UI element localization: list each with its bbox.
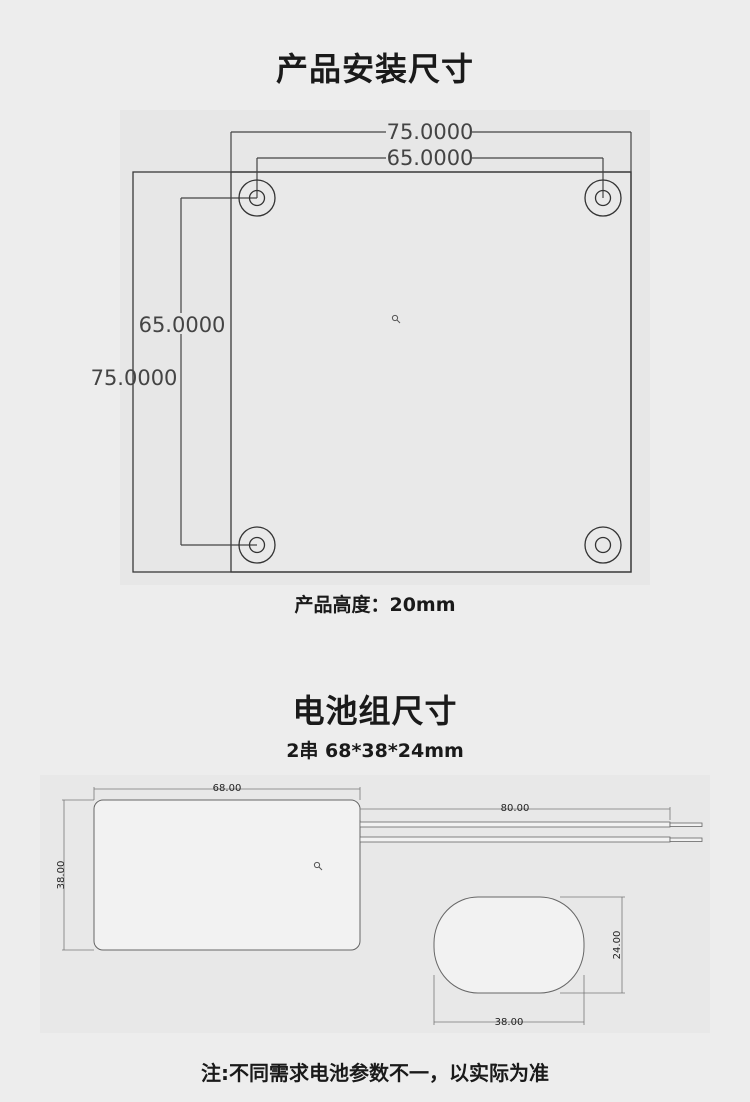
mounting-hole — [584, 179, 622, 217]
outer-width-label: 75.0000 — [387, 120, 474, 144]
battery-body — [93, 799, 361, 951]
board-outline — [230, 171, 632, 573]
lead-length-label: 80.00 — [501, 803, 530, 814]
battery-spec-subtitle: 2串 68*38*24mm — [286, 740, 464, 762]
length-label: 68.00 — [213, 783, 242, 794]
board-reference-outline — [132, 171, 632, 573]
mounting-hole — [238, 179, 276, 217]
hole-spacing-x-label: 65.0000 — [387, 146, 474, 170]
outer-height-label: 75.0000 — [91, 366, 178, 390]
installation-size-title: 产品安装尺寸 — [275, 50, 474, 88]
depth-label: 24.00 — [612, 931, 623, 960]
battery-end-view — [433, 896, 585, 994]
product-height-caption: 产品高度：20mm — [294, 594, 456, 616]
board-drawing: 75.0000 65.0000 65.0000 75.0000 — [91, 110, 650, 585]
height-label: 38.00 — [56, 861, 67, 890]
disclaimer-note: 注:不同需求电池参数不一，以实际为准 — [201, 1061, 549, 1085]
magnifier-icon — [313, 861, 323, 871]
magnifier-icon — [391, 314, 401, 324]
mounting-hole — [238, 526, 276, 564]
mounting-hole — [584, 526, 622, 564]
hole-spacing-y-label: 65.0000 — [139, 313, 226, 337]
end-width-label: 38.00 — [495, 1017, 524, 1028]
battery-drawing: 68.00 38.00 80.00 24.00 38.00 — [40, 775, 710, 1033]
battery-size-title: 电池组尺寸 — [292, 692, 458, 730]
lead-wires — [359, 821, 703, 843]
